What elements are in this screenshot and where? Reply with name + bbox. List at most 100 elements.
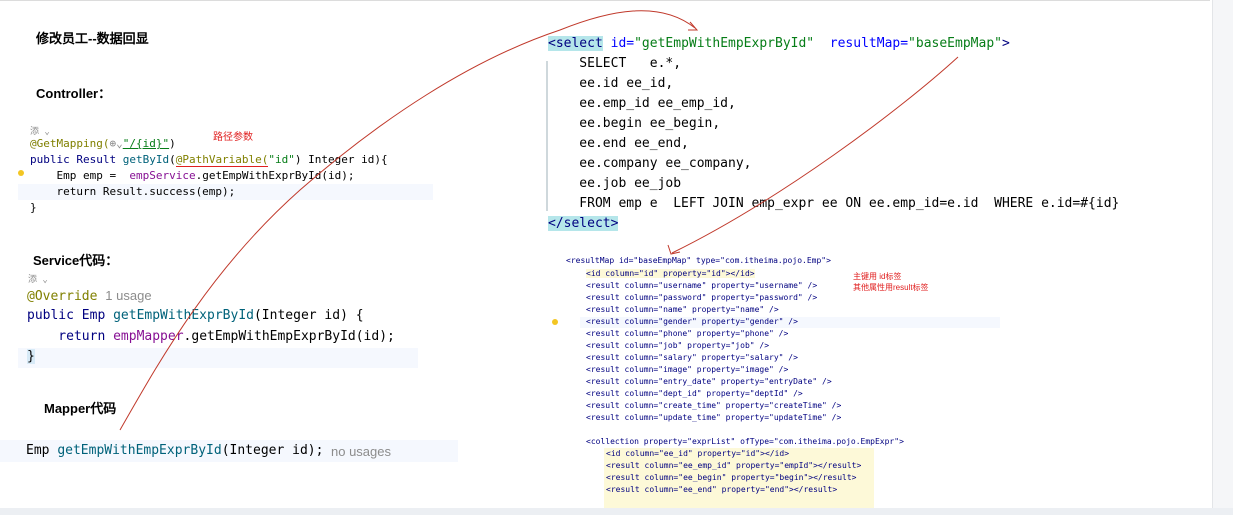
mapper-code-line: Emp getEmpWithEmpExprById(Integer id); n… <box>0 440 458 462</box>
mapper-return-type: Emp <box>26 443 58 458</box>
rm-line-12: <result column="create_time" property="c… <box>586 401 842 410</box>
controller-hint: 添 ⌄ <box>30 127 50 137</box>
rm-line-1: <id column="id" property="id"></id> <box>586 269 755 278</box>
service-line-2: public Emp getEmpWithExprById(Integer id… <box>27 308 364 323</box>
service-params: (Integer id) { <box>253 308 364 323</box>
right-scroll-gutter[interactable] <box>1212 0 1233 508</box>
sql-line-8: FROM emp e LEFT JOIN emp_expr ee ON ee.e… <box>548 196 1120 211</box>
id-tag-note: 主键用 id标签 <box>853 272 902 281</box>
return-keyword: return <box>27 329 114 344</box>
rm-line-4: <result column="name" property="name" /> <box>586 305 779 314</box>
page-title: 修改员工--数据回显 <box>36 31 149 46</box>
controller-heading: Controller： <box>36 86 112 101</box>
resultmap-header: <resultMap id="baseEmpMap" type="com.ith… <box>566 256 831 265</box>
top-border <box>0 0 1210 1</box>
rm-line-8: <result column="salary" property="salary… <box>586 353 798 362</box>
sql-line-4: ee.begin ee_begin, <box>548 116 721 131</box>
controller-code-block: @GetMapping(⊕⌄"/{id}") public Result get… <box>18 136 433 216</box>
arrow-head-select <box>688 21 699 31</box>
rm-line-7: <result column="job" property="job" /> <box>586 341 770 350</box>
service-code-block: @Override 1 usage public Emp getEmpWithE… <box>18 286 418 370</box>
resultmap-value: "baseEmpMap" <box>908 36 1002 51</box>
result-tag-note: 其他属性用result标签 <box>853 283 929 292</box>
mapper-params: (Integer id); <box>221 443 324 458</box>
service-line-3: return empMapper.getEmpWithEmpExprById(i… <box>27 329 395 344</box>
rm-bulb-icon[interactable] <box>552 319 558 325</box>
collection-line-2: <result column="ee_emp_id" property="emp… <box>606 461 862 470</box>
mapper-usage[interactable]: no usages <box>331 444 391 459</box>
service-hint: 添 ⌄ <box>28 275 48 285</box>
controller-line-3: Emp emp = empService.getEmpWithExprById(… <box>30 168 355 184</box>
pathvariable-annotation: @PathVariable( <box>175 153 269 167</box>
sql-gutter <box>546 61 548 211</box>
collection-line-4: <result column="ee_end" property="end"><… <box>606 485 838 494</box>
controller-line-4: return Result.success(emp); <box>30 185 236 198</box>
sql-line-7: ee.job ee_job <box>548 176 682 191</box>
override-annotation: @Override <box>27 289 98 304</box>
select-open-line: <select id="getEmpWithEmpExprById" resul… <box>548 36 1010 51</box>
service-field: empService <box>129 169 196 182</box>
rm-line-5: <result column="gender" property="gender… <box>586 317 798 326</box>
getmapping-annotation: @GetMapping( <box>30 137 110 150</box>
arrow-mapper-to-select <box>119 10 696 431</box>
mapper-field: empMapper <box>113 329 184 344</box>
service-call: .getEmpWithExprById(id); <box>195 169 355 182</box>
collection-highlight <box>604 448 874 508</box>
paren-close: ) <box>169 137 176 150</box>
rm-line-10: <result column="entry_date" property="en… <box>586 377 832 386</box>
collection-line-1: <id column="ee_id" property="id"></id> <box>606 449 790 458</box>
collection-open: <collection property="exprList" ofType="… <box>586 437 904 446</box>
sql-line-1: SELECT e.*, <box>548 56 682 71</box>
pathvariable-value: "id" <box>268 153 295 166</box>
mapper-call: .getEmpWithEmpExprById(id); <box>183 329 395 344</box>
controller-line-1: @GetMapping(⊕⌄"/{id}") <box>30 136 176 152</box>
rm-line-9: <result column="image" property="image" … <box>586 365 789 374</box>
service-line-1: @Override 1 usage <box>27 288 152 304</box>
rm-line-13: <result column="update_time" property="u… <box>586 413 842 422</box>
sql-line-6: ee.company ee_company, <box>548 156 752 171</box>
rm-line-6: <result column="phone" property="phone" … <box>586 329 789 338</box>
sql-line-5: ee.end ee_end, <box>548 136 689 151</box>
rm-line-11: <result column="dept_id" property="deptI… <box>586 389 803 398</box>
sql-line-2: ee.id ee_id, <box>548 76 674 91</box>
open-tag-end: > <box>1001 36 1010 51</box>
select-close-tag: </select> <box>548 216 619 231</box>
rm-line-3: <result column="password" property="pass… <box>586 293 818 302</box>
controller-line-5: } <box>30 201 37 214</box>
globe-icon: ⊕⌄ <box>109 137 123 150</box>
select-open-tag: <select <box>548 36 603 51</box>
service-heading: Service代码： <box>33 253 119 268</box>
usage-count[interactable]: 1 usage <box>105 288 152 303</box>
paren-open: ( <box>169 153 176 166</box>
service-method-name: getEmpWithExprById <box>113 308 254 323</box>
resultmap-attr: resultMap= <box>814 36 909 51</box>
current-line-highlight <box>18 184 433 200</box>
arrow-select-to-resultmap <box>671 56 959 254</box>
rm-current-line <box>580 317 1000 328</box>
emp-assign: Emp emp = <box>30 169 130 182</box>
path-param-note: 路径参数 <box>213 132 253 143</box>
mapper-method-name: getEmpWithEmpExprById <box>57 443 222 458</box>
id-value: "getEmpWithEmpExprById" <box>634 36 815 51</box>
service-signature-start: public Emp <box>27 308 114 323</box>
method-params-end: ) Integer id){ <box>294 153 388 166</box>
service-current-line <box>18 348 418 368</box>
mapper-code: Emp getEmpWithEmpExprById(Integer id); <box>26 443 323 458</box>
sql-line-3: ee.emp_id ee_emp_id, <box>548 96 736 111</box>
collection-line-3: <result column="ee_begin" property="begi… <box>606 473 857 482</box>
arrow-head-resultmap <box>667 244 681 255</box>
mapper-heading: Mapper代码 <box>44 401 117 416</box>
rm-line-2: <result column="username" property="user… <box>586 281 818 290</box>
id-attr: id= <box>602 36 635 51</box>
method-name: getById <box>122 153 170 166</box>
method-signature-start: public Result <box>30 153 123 166</box>
select-close-line: </select> <box>548 216 619 231</box>
service-line-4: } <box>27 349 35 364</box>
bulb-icon[interactable] <box>18 170 24 176</box>
controller-line-2: public Result getById(@PathVariable("id"… <box>30 152 388 168</box>
bottom-bar <box>0 508 1233 515</box>
select-sql-block: <select id="getEmpWithEmpExprById" resul… <box>546 33 1186 238</box>
mapping-path: "/{id}" <box>122 137 170 150</box>
resultmap-block: <resultMap id="baseEmpMap" type="com.ith… <box>552 250 1210 515</box>
